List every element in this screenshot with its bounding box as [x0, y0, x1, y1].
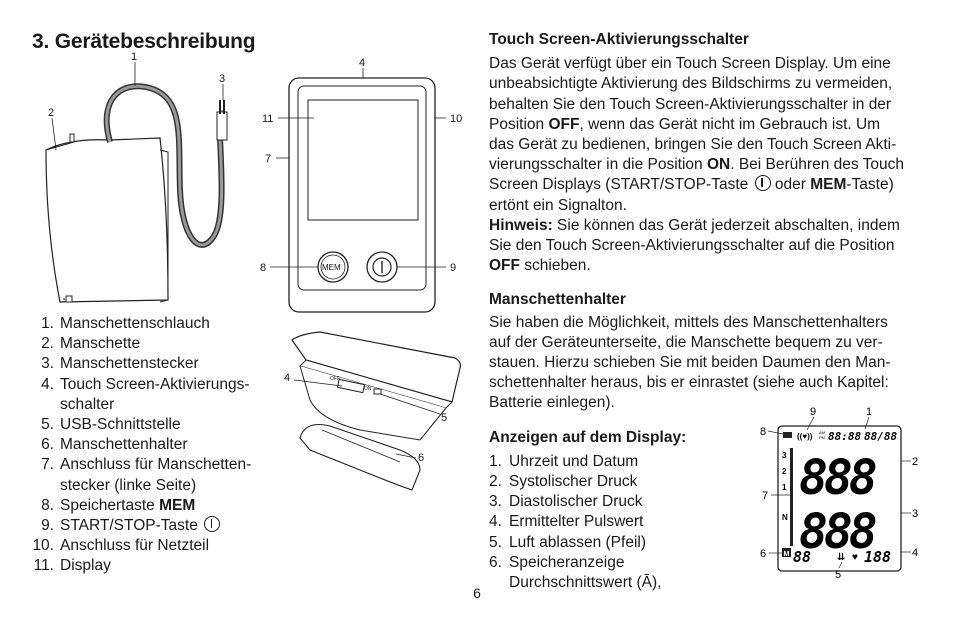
touch-line: Position OFF, wenn das Gerät nicht im Ge…: [489, 115, 881, 133]
display-heading: Anzeigen auf dem Display:: [489, 428, 687, 446]
touch-line: unbeabsichtigte Aktivierung des Bildschi…: [489, 75, 893, 93]
label-plug: 3: [219, 73, 225, 85]
lcd-callout-2: 2: [912, 456, 918, 468]
touch-line: vierungsschalter in die Position ON. Bei…: [489, 156, 905, 174]
lcd-clock: 88:88: [828, 430, 861, 443]
list-item: 1.Manschettenschlauch: [41, 315, 210, 332]
list-item: 9.START/STOP-Taste: [32, 516, 282, 536]
label-bottom-switch: 4: [284, 372, 290, 384]
touch-line: ertönt ein Signalton.: [489, 196, 627, 214]
pulse-heart-icon: ♥: [852, 552, 858, 563]
lcd-systolic: 888: [799, 450, 876, 506]
list-item: 11.Display: [33, 557, 111, 575]
label-bottom-usb: 5: [441, 412, 447, 424]
lcd-callout-8: 8: [760, 426, 766, 438]
label-front-connector: 7: [265, 153, 271, 165]
battery-icon: [783, 432, 792, 438]
list-item: 5.Luft ablassen (Pfeil): [489, 533, 646, 551]
label-hose: 1: [131, 51, 137, 63]
label-front-mem: 8: [260, 262, 266, 274]
list-item: 8.Speichertaste MEM: [41, 496, 196, 514]
cuff-illustration: 1 3 2: [45, 51, 228, 303]
list-item: 2.Systolischer Druck: [489, 473, 638, 491]
list-item: 10.Anschluss für Netzteil: [32, 537, 210, 555]
label-cuff: 2: [48, 107, 54, 119]
lcd-callout-3: 3: [912, 508, 918, 520]
label-front-display: 11: [262, 113, 273, 125]
list-item: 4.Touch Screen-Aktivierungs-: [41, 375, 250, 393]
lcd-bar-scale: [790, 448, 793, 546]
deflate-arrow-icon: ⇊: [837, 552, 845, 563]
device-front-illustration: MEM 4 11 10 7 8 9: [260, 57, 462, 313]
lcd-callout-6: 6: [760, 548, 766, 560]
lcd-scale-3: 3: [782, 451, 787, 460]
label-bottom-holder: 6: [418, 452, 424, 464]
parts-list: 1.Manschettenschlauch 2.Manschette 3.Man…: [32, 314, 282, 577]
label-front-start: 9: [450, 262, 456, 274]
lcd-pulse: 188: [864, 548, 891, 566]
holder-line: Sie haben die Möglichkeit, mittels des M…: [489, 313, 888, 331]
lcd-pm: PM: [819, 435, 825, 440]
lcd-callout-1: 1: [866, 406, 872, 418]
holder-line: schettenhalter heraus, bis er einrastet …: [489, 374, 889, 392]
device-illustrations: 1 3 2 MEM 4 11 10 7 8 9 OFF ON: [45, 51, 462, 491]
list-item: 1.Uhrzeit und Datum: [489, 452, 639, 470]
hint-line: OFF schieben.: [489, 257, 591, 275]
lcd-display-illustration: ((♥)) AM PM 88:88 88/88 3 2 1 N 888 888 …: [760, 406, 918, 581]
touch-line: das Gerät zu bedienen, bringen Sie den T…: [489, 136, 897, 154]
holder-line: stauen. Hierzu schieben Sie mit beiden D…: [489, 354, 891, 372]
holder-heading: Manschettenhalter: [489, 291, 626, 309]
list-item: 3.Manschettenstecker: [41, 355, 199, 373]
power-icon: [204, 516, 221, 533]
lcd-callout-7: 7: [762, 490, 768, 502]
list-item: Durchschnittswert (Ā),: [509, 574, 662, 592]
list-item: 4.Ermittelter Pulswert: [489, 513, 644, 531]
list-item: 2.Manschette: [41, 335, 141, 353]
hint-line: Sie den Touch Screen-Aktivierungsschalte…: [489, 237, 895, 255]
heart-icon: ((♥)): [797, 432, 813, 441]
device-bottom-illustration: OFF ON 4 5 6: [284, 331, 462, 491]
label-bottom-on: ON: [364, 386, 372, 392]
touch-line: Das Gerät verfügt über ein Touch Screen …: [489, 55, 891, 73]
lcd-callout-4: 4: [912, 547, 918, 559]
lcd-scale-1: 1: [782, 483, 787, 492]
mem-button-label: MEM: [322, 263, 341, 272]
memory-icon: M: [784, 551, 790, 558]
touch-line: behalten Sie den Touch Screen-Aktivierun…: [489, 95, 892, 113]
list-item: 6.Speicheranzeige: [489, 553, 625, 571]
hint-line: Hinweis: Sie können das Gerät jederzeit …: [489, 216, 900, 234]
touch-heading: Touch Screen-Aktivierungsschalter: [489, 31, 749, 48]
lcd-callout-9: 9: [810, 406, 816, 418]
list-item: stecker (linke Seite): [60, 476, 197, 494]
list-item: 6.Manschettenhalter: [41, 436, 188, 454]
lcd-diastolic: 888: [799, 504, 876, 560]
touch-line: Screen Displays (START/STOP-Taste oder M…: [489, 175, 894, 194]
section-title: 3. Gerätebeschreibung: [32, 30, 256, 53]
display-list: 1.Uhrzeit und Datum 2.Systolischer Druck…: [489, 452, 729, 593]
label-front-power: 10: [450, 113, 462, 125]
list-item: 3.Diastolischer Druck: [489, 493, 643, 511]
list-item: schalter: [60, 395, 115, 413]
holder-line: Batterie einlegen).: [489, 394, 615, 412]
memory-badge: [782, 548, 791, 557]
label-bottom-off: OFF: [330, 376, 340, 382]
lcd-scale-2: 2: [782, 467, 787, 476]
holder-line: auf der Geräteunterseite, die Manschette…: [489, 333, 883, 351]
page-number: 6: [473, 585, 481, 601]
lcd-date: 88/88: [864, 430, 897, 443]
lcd-am: AM: [819, 430, 825, 435]
label-front-switch: 4: [359, 57, 365, 69]
list-item: 5.USB-Schnittstelle: [41, 416, 181, 434]
list-item: 7.Anschluss für Manschetten-: [41, 456, 252, 474]
right-column: Touch Screen-Aktivierungsschalter Das Ge…: [489, 30, 919, 593]
lcd-callout-5: 5: [835, 569, 841, 581]
lcd-scale-n: N: [782, 513, 788, 522]
lcd-memory: 88: [793, 548, 811, 566]
power-icon: [754, 175, 771, 192]
